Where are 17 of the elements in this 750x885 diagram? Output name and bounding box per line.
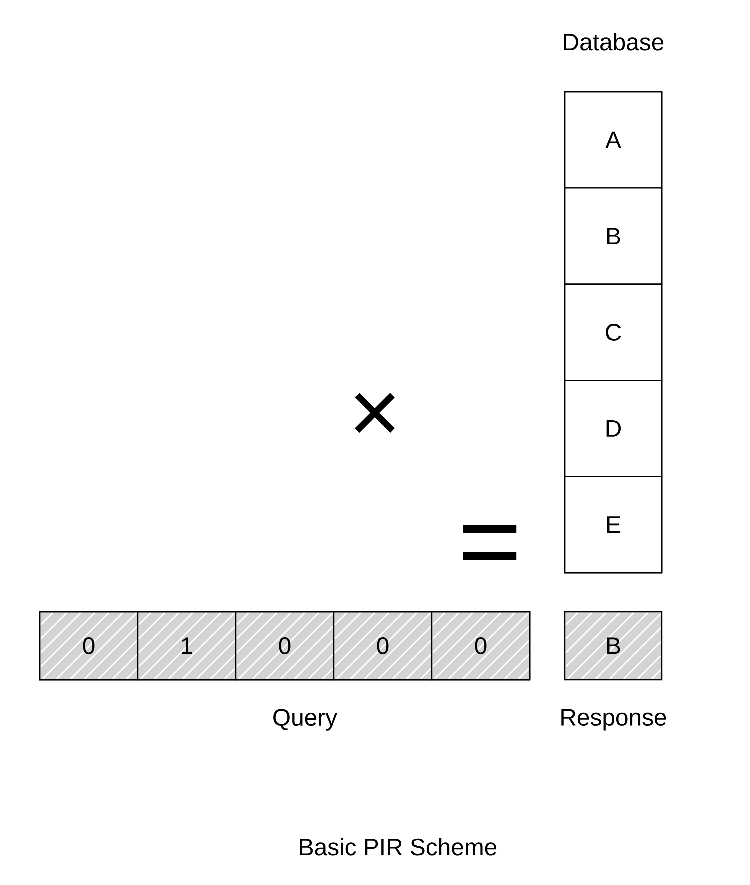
caption: Basic PIR Scheme [300,838,497,856]
hatched-cell: 0 [333,611,433,681]
table-cell: A [564,91,663,189]
table-cell: C [564,284,663,382]
hatched-cell: 1 [137,611,237,681]
hatched-cell: 0 [39,611,139,681]
hatched-cell: 0 [431,611,531,681]
table-cell: E [564,476,663,574]
response-box: B [564,611,663,681]
equals-sign: = [463,525,517,560]
row-heading: Query [274,709,338,731]
table-cell: D [564,380,663,478]
box-heading: Response [562,709,666,731]
multiply-sign: × [355,393,395,434]
hatched-cell: 0 [235,611,335,681]
row-heading: Database [564,33,664,51]
table-cell: B [564,188,663,285]
